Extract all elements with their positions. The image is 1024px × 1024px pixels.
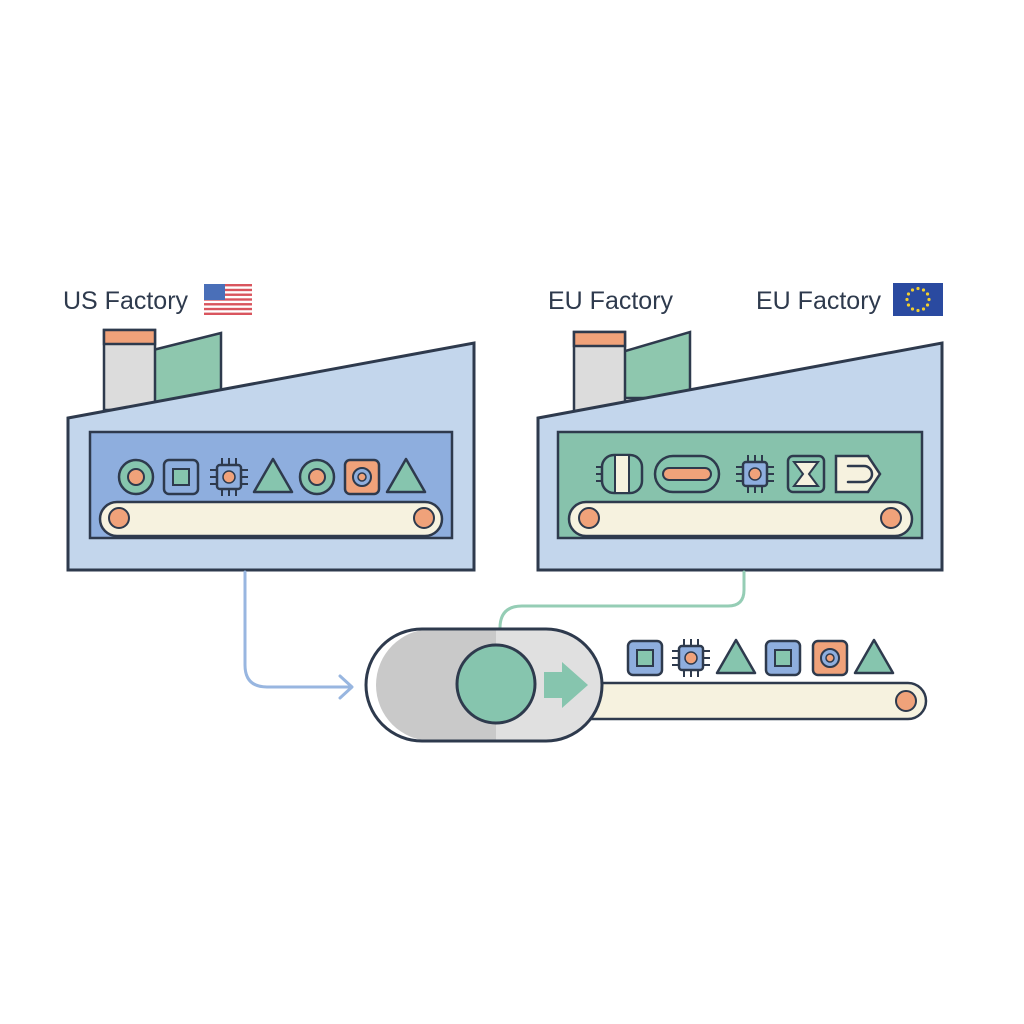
square-icon bbox=[626, 639, 664, 677]
triangle-icon bbox=[853, 638, 895, 675]
eu-factory-shed bbox=[620, 330, 692, 400]
triangle-icon bbox=[385, 457, 427, 494]
triangle-icon bbox=[252, 457, 294, 494]
us-factory-label: US Factory bbox=[63, 287, 189, 315]
chip-icon bbox=[736, 455, 774, 493]
us-flag-icon bbox=[204, 284, 252, 315]
ring-icon bbox=[298, 458, 336, 496]
us-factory bbox=[66, 328, 476, 572]
routing-switch bbox=[364, 627, 604, 743]
eu-factory-chimney bbox=[572, 330, 627, 414]
target-square-icon bbox=[343, 458, 381, 496]
eu-factory-label: EU Factory bbox=[548, 287, 674, 315]
us-to-switch-arrow bbox=[243, 570, 354, 700]
roller bbox=[413, 507, 435, 529]
roller bbox=[108, 507, 130, 529]
switch-knob bbox=[455, 643, 537, 725]
us-factory-chimney bbox=[102, 328, 157, 412]
roller bbox=[895, 690, 917, 712]
capsule-icon bbox=[596, 453, 644, 495]
chip-icon bbox=[210, 458, 248, 496]
square-icon bbox=[162, 458, 200, 496]
bar-capsule-icon bbox=[653, 454, 721, 494]
eu-conveyor-belt bbox=[567, 500, 914, 538]
chip-icon bbox=[672, 639, 710, 677]
square-icon bbox=[764, 639, 802, 677]
triangle-icon bbox=[715, 638, 757, 675]
roller bbox=[578, 507, 600, 529]
eu-to-switch-connector bbox=[498, 570, 746, 642]
us-conveyor-belt bbox=[98, 500, 444, 538]
eu-flag-icon bbox=[893, 283, 943, 316]
ring-icon bbox=[117, 458, 155, 496]
target-square-icon bbox=[811, 639, 849, 677]
eu-factory-flag-label: EU Factory bbox=[756, 287, 882, 315]
notched-arrow-icon bbox=[834, 454, 882, 494]
hourglass-square-icon bbox=[786, 454, 826, 494]
eu-factory bbox=[536, 330, 944, 572]
switch-arrow-icon bbox=[544, 662, 588, 708]
output-conveyor-belt bbox=[558, 681, 928, 721]
roller bbox=[880, 507, 902, 529]
